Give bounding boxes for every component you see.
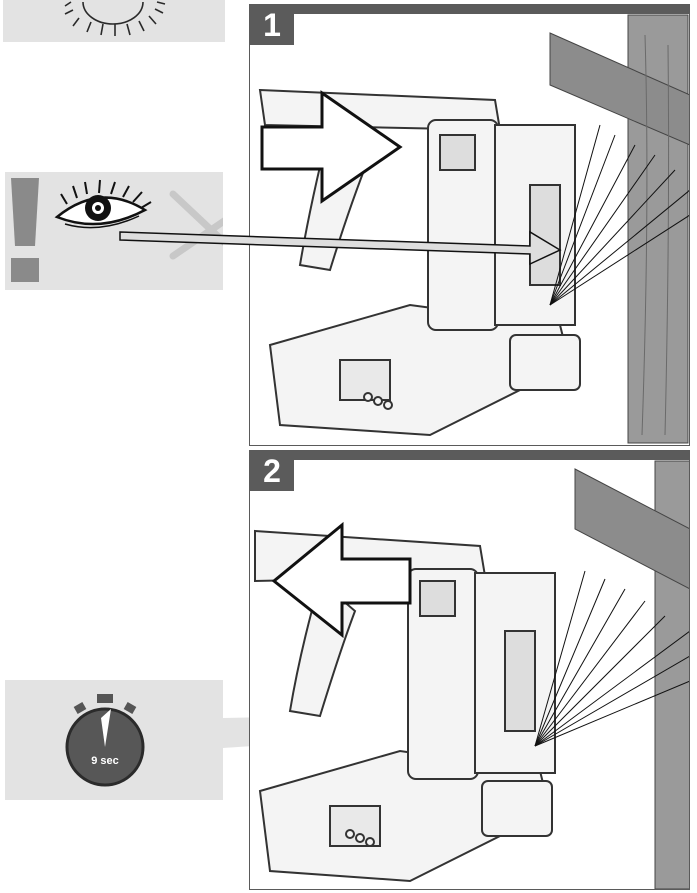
wood-workpiece (549, 14, 689, 444)
nailer-release-illustration (254, 460, 689, 889)
release-direction-arrow (271, 521, 412, 639)
step-1-panel: 1 (249, 4, 690, 446)
step-2-panel: 2 (249, 450, 690, 890)
push-direction-arrow (260, 90, 403, 204)
timer-label: 9 sec (91, 755, 119, 767)
cross-out-icon (169, 190, 223, 260)
eye-icon (54, 179, 152, 229)
nailer-push-illustration (258, 14, 689, 444)
step-1-number: 1 (250, 5, 294, 45)
step-1-header-bar (250, 5, 689, 14)
step-2-header-bar (250, 451, 689, 460)
step-2-number: 2 (250, 451, 294, 491)
contact-lines (549, 124, 689, 306)
contact-lines (534, 570, 689, 747)
wood-workpiece (574, 460, 689, 889)
visual-check-warning-box (5, 172, 223, 290)
sun-info-box (3, 0, 225, 42)
timer-box: 9 sec (5, 680, 223, 800)
sun-icon (64, 1, 166, 36)
exclamation-warning-icon (11, 178, 39, 282)
stopwatch-icon: 9 sec (65, 694, 145, 787)
nailer-body (254, 529, 556, 883)
